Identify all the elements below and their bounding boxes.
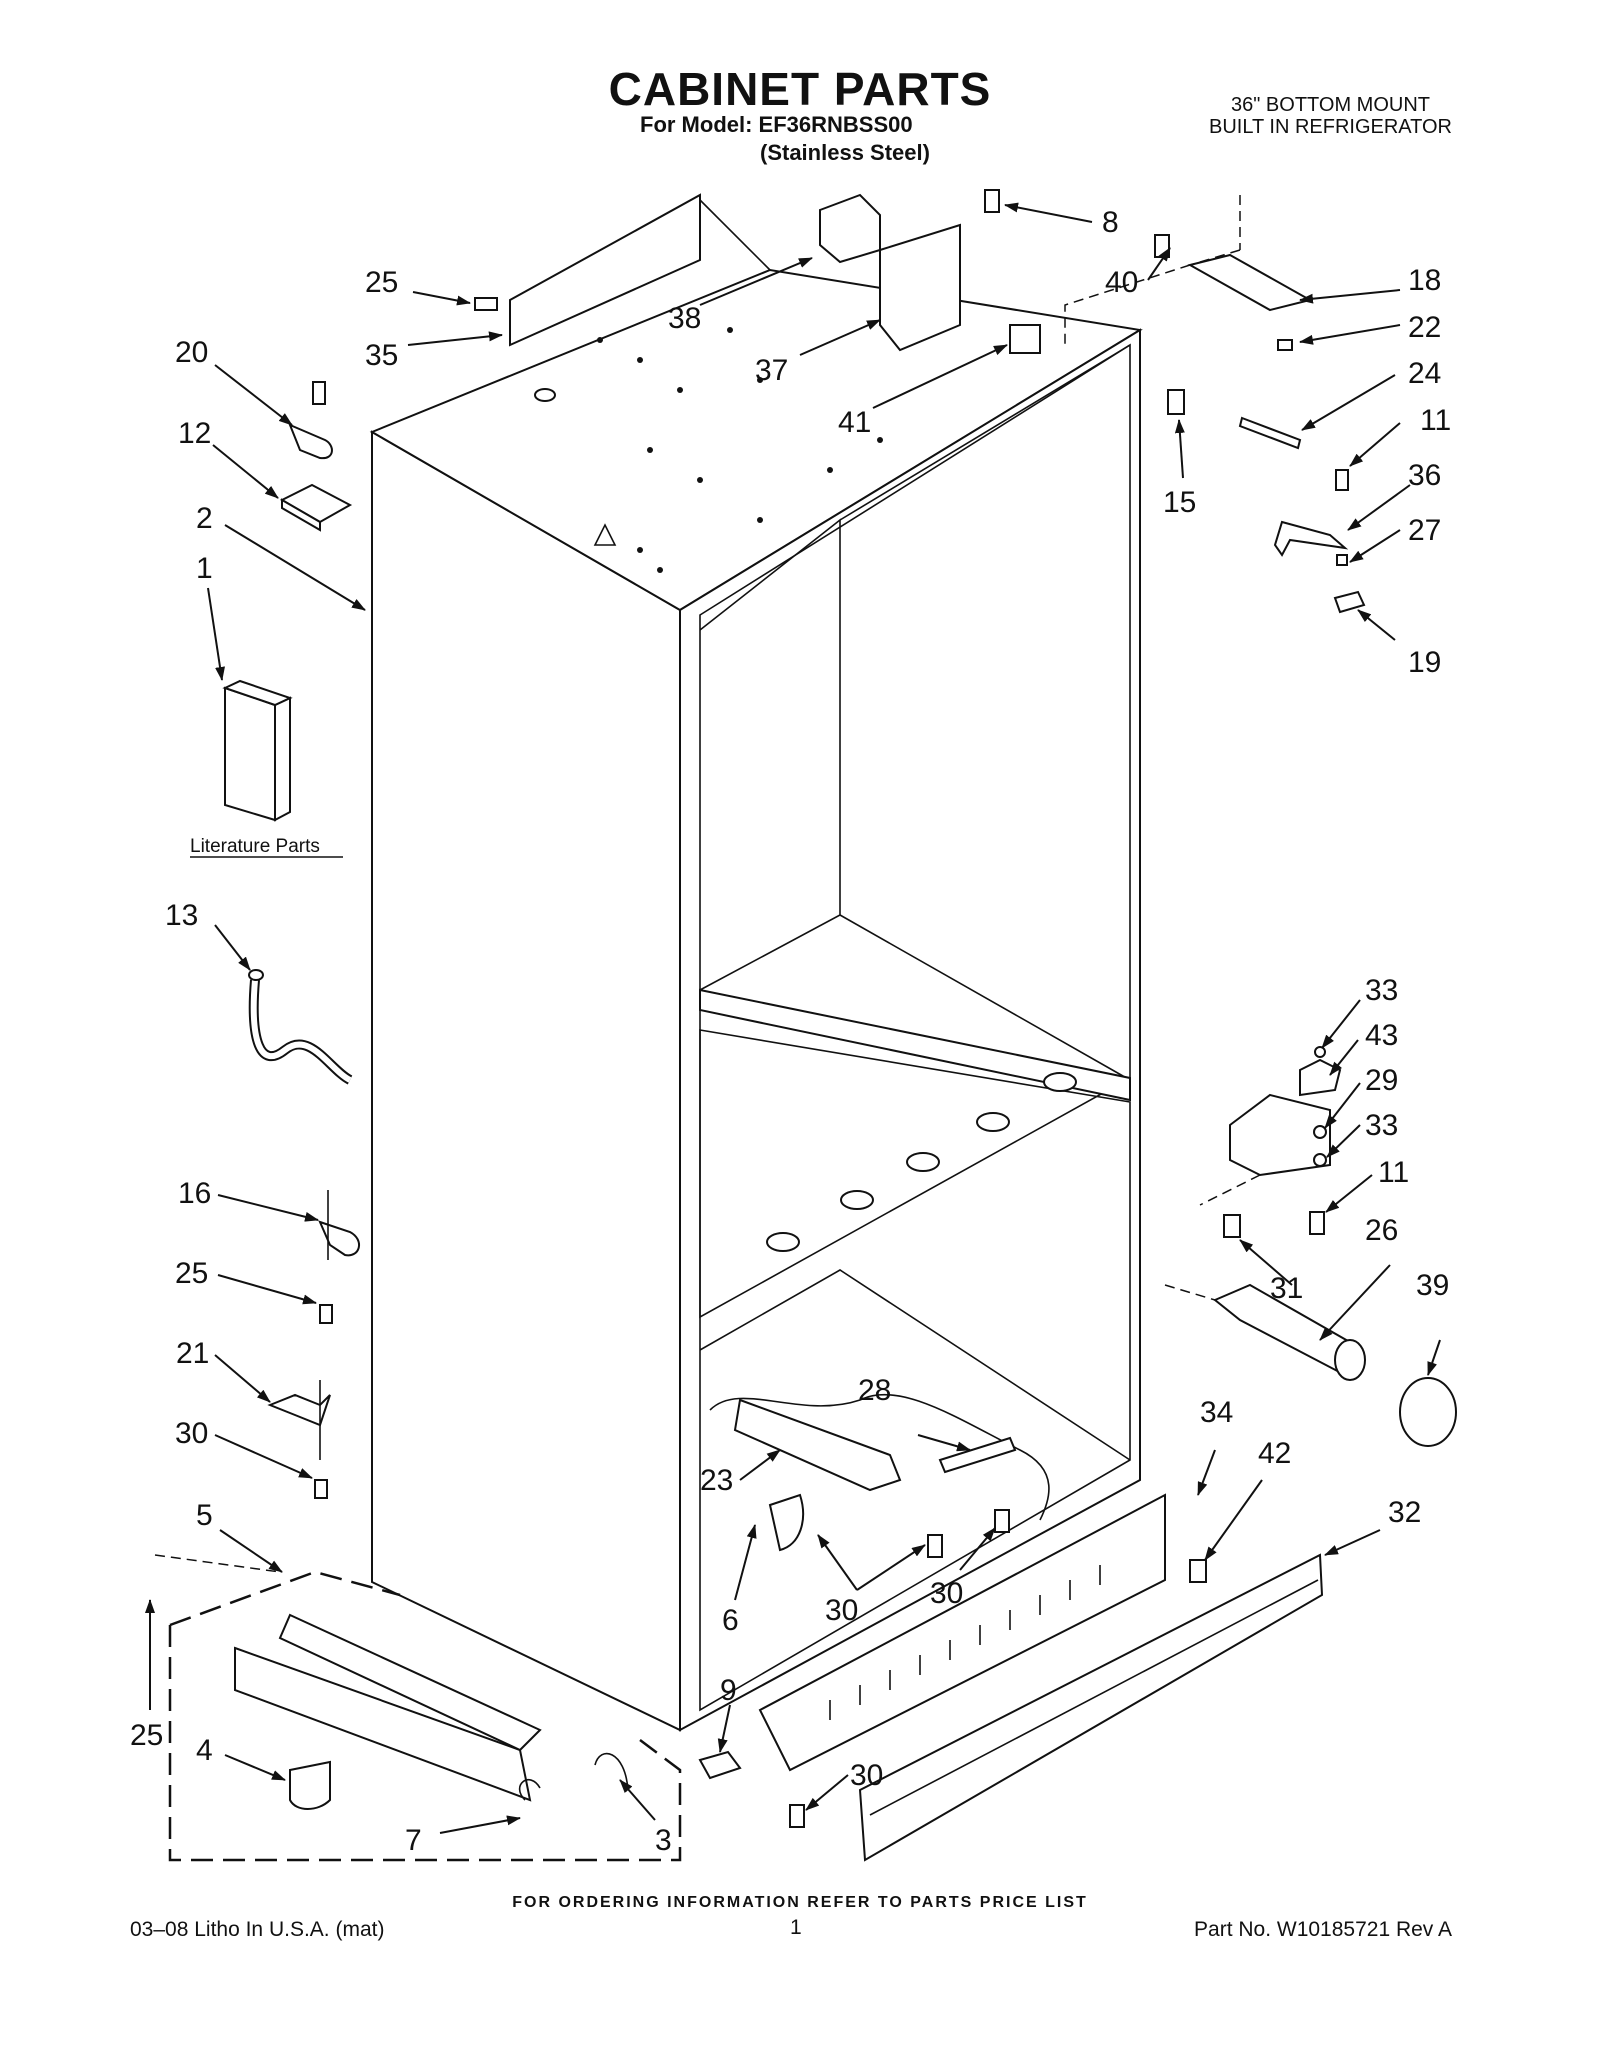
literature-parts-booklet <box>222 679 293 822</box>
leader-arrows <box>145 202 1441 1834</box>
callout-24: 24 <box>1408 357 1441 390</box>
callout-40: 40 <box>1105 266 1138 299</box>
grille-slots <box>829 1565 1101 1720</box>
callout-41: 41 <box>838 406 871 439</box>
page-title: CABINET PARTS <box>608 63 992 115</box>
cabinet-divider <box>699 988 1131 1102</box>
toe-kick <box>858 1553 1324 1862</box>
callout-37: 37 <box>755 354 788 387</box>
callout-34: 34 <box>1200 1396 1233 1429</box>
callout-20: 20 <box>175 336 208 369</box>
callout-13: 13 <box>165 899 198 932</box>
base-dashed-outline <box>168 1625 682 1862</box>
callout-7: 7 <box>405 1824 422 1857</box>
leveling-leg <box>289 1760 331 1810</box>
product-description: 36" BOTTOM MOUNT BUILT IN REFRIGERATOR <box>1209 94 1452 138</box>
cabinet-side-panel <box>371 430 681 1732</box>
model-number: For Model: EF36RNBSS00 <box>640 112 913 137</box>
part-6-clip <box>768 1493 805 1552</box>
callout-19: 19 <box>1408 646 1441 679</box>
callout-31: 31 <box>1270 1272 1303 1305</box>
callout-29: 29 <box>1365 1064 1398 1097</box>
callout-26: 26 <box>1365 1214 1398 1247</box>
callout-21: 21 <box>176 1337 209 1370</box>
product-line-2: BUILT IN REFRIGERATOR <box>1209 116 1452 138</box>
callout-18: 18 <box>1408 264 1441 297</box>
part-9-clip <box>698 1750 742 1780</box>
cabinet-front-frame <box>679 328 1141 1732</box>
callout-30-right: 30 <box>930 1577 963 1610</box>
callout-11-top: 11 <box>1420 404 1451 437</box>
callout-11-bottom: 11 <box>1378 1156 1409 1189</box>
callout-23: 23 <box>700 1464 733 1497</box>
callout-28: 28 <box>858 1374 891 1407</box>
callout-25-mid: 25 <box>175 1257 208 1290</box>
part-28-bracket <box>938 1436 1017 1474</box>
callout-22: 22 <box>1408 311 1441 344</box>
part-number: Part No. W10185721 Rev A <box>1194 1918 1452 1941</box>
bottom-hinge-assembly <box>1199 1046 1342 1238</box>
callout-42: 42 <box>1258 1437 1291 1470</box>
callout-30-left: 30 <box>175 1417 208 1450</box>
ordering-note: FOR ORDERING INFORMATION REFER TO PARTS … <box>512 1894 1088 1911</box>
callout-30-center: 30 <box>825 1594 858 1627</box>
callout-4: 4 <box>196 1734 213 1767</box>
bottom-hinge-bracket <box>1229 1093 1331 1177</box>
cabinet-top-flange <box>509 193 701 347</box>
callout-numbers: 8 40 18 22 24 11 36 27 19 15 41 37 38 25… <box>130 206 1451 1857</box>
page-number: 1 <box>790 1916 802 1939</box>
product-line-1: 36" BOTTOM MOUNT <box>1231 94 1430 116</box>
callout-33-bottom: 33 <box>1365 1109 1398 1142</box>
callout-15: 15 <box>1163 486 1196 519</box>
callout-33-top: 33 <box>1365 974 1398 1007</box>
filter-cap <box>1399 1377 1457 1447</box>
callout-8: 8 <box>1102 206 1119 239</box>
callout-25-bottom: 25 <box>130 1719 163 1752</box>
callout-43: 43 <box>1365 1019 1398 1052</box>
callout-38: 38 <box>668 302 701 335</box>
callout-35: 35 <box>365 339 398 372</box>
callout-32: 32 <box>1388 1496 1421 1529</box>
callout-12: 12 <box>178 417 211 450</box>
grille-panel <box>758 1493 1166 1772</box>
callout-5: 5 <box>196 1499 213 1532</box>
callout-25-top: 25 <box>365 266 398 299</box>
callout-3: 3 <box>655 1824 672 1857</box>
callout-36: 36 <box>1408 459 1441 492</box>
callout-6: 6 <box>722 1604 739 1637</box>
cabinet-body <box>369 193 1143 1732</box>
litho-note: 03–08 Litho In U.S.A. (mat) <box>130 1918 385 1941</box>
literature-parts-label: Literature Parts <box>190 836 320 857</box>
left-hardware <box>267 297 498 1499</box>
callout-39: 39 <box>1416 1269 1449 1302</box>
callout-30-bottom: 30 <box>850 1759 883 1792</box>
callout-9: 9 <box>720 1674 737 1707</box>
model-finish: (Stainless Steel) <box>760 140 930 165</box>
callout-16: 16 <box>178 1177 211 1210</box>
callout-27: 27 <box>1408 514 1441 547</box>
fill-tube-assembly <box>733 1398 902 1492</box>
callout-2: 2 <box>196 502 213 535</box>
water-filter <box>1164 1283 1457 1447</box>
base-rail <box>234 1646 532 1802</box>
hinge-plate <box>1187 253 1313 312</box>
callout-1: 1 <box>196 552 213 585</box>
